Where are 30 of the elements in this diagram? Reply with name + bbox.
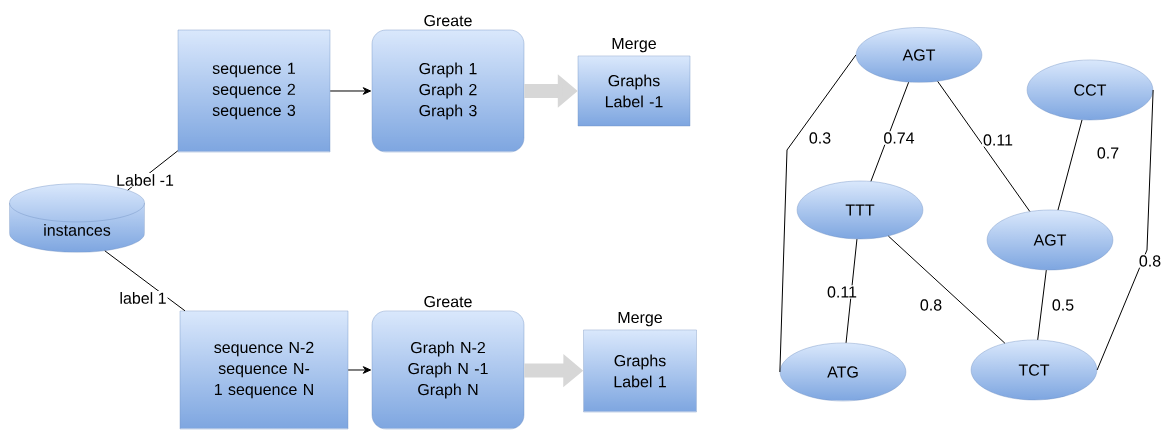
node-label: Merge (612, 37, 656, 53)
node-label: Merge (618, 311, 662, 327)
rounded-box: Graph 1 Graph 2 Graph 3 (371, 29, 525, 153)
connector-line (104, 250, 186, 312)
connector-line (779, 54, 857, 373)
edge-label: 0.7 (1095, 146, 1121, 160)
edge-label: Label -1 (115, 173, 175, 187)
edge-label: 0.5 (1050, 298, 1076, 312)
connector-line (1057, 119, 1083, 211)
connector-line (1037, 269, 1047, 341)
process-box: sequence N-2 sequence N-1 sequence N (179, 310, 349, 430)
process-box: Graphs Label -1 (577, 55, 691, 127)
connector-line (887, 235, 1006, 344)
edge-label: 0.8 (1137, 254, 1163, 268)
edge-label: 0.11 (826, 285, 858, 299)
arrow (329, 87, 372, 95)
edge-label: 0.3 (807, 131, 833, 145)
edge-label: 0.74 (882, 131, 916, 145)
connector-line (845, 238, 858, 344)
process-box: sequence 1 sequence 2 sequence 3 (177, 29, 331, 153)
node-label: Greate (424, 295, 472, 308)
connector-line (937, 80, 1031, 212)
process-box: Graphs Label 1 (583, 329, 697, 413)
edge-label: 0.8 (918, 298, 944, 312)
rounded-box: Graph N-2 Graph N -1 Graph N (371, 310, 525, 430)
connector-line (1096, 89, 1154, 371)
edge-label: label 1 (118, 291, 168, 305)
arrow (347, 366, 372, 374)
node-label: Greate (424, 14, 472, 27)
edge-label: 0.11 (982, 133, 1014, 147)
